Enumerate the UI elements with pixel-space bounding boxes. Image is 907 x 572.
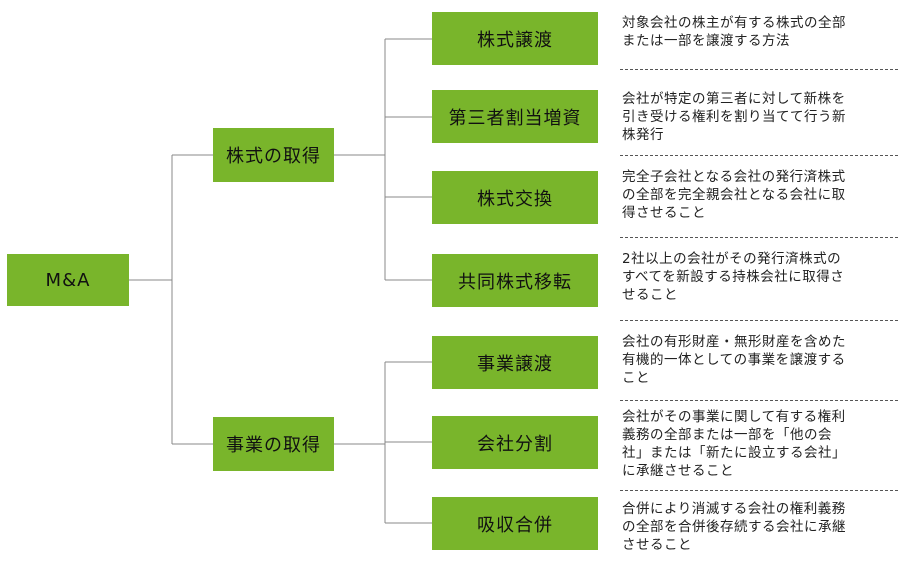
leaf-node: 会社分割 bbox=[432, 416, 598, 469]
leaf-description: 2社以上の会社がその発行済株式のすべてを新設する持株会社に取得させること bbox=[622, 251, 845, 303]
leaf-description: 会社が特定の第三者に対して新株を引き受ける権利を割り当てて行う新株発行 bbox=[622, 91, 846, 143]
leaf-node: 共同株式移転 bbox=[432, 254, 598, 307]
divider bbox=[620, 400, 898, 401]
divider bbox=[620, 237, 898, 238]
leaf-node: 事業譲渡 bbox=[432, 336, 598, 389]
leaf-node: 吸収合併 bbox=[432, 497, 598, 550]
divider bbox=[620, 155, 898, 156]
group-node-shares: 株式の取得 bbox=[213, 128, 334, 182]
root-node: M&A bbox=[7, 254, 129, 306]
leaf-description: 合併により消滅する会社の権利義務の全部を合併後存続する会社に承継させること bbox=[622, 501, 846, 553]
leaf-description: 対象会社の株主が有する株式の全部または一部を譲渡する方法 bbox=[622, 15, 846, 49]
leaf-node: 株式交換 bbox=[432, 171, 598, 224]
group-node-business: 事業の取得 bbox=[213, 417, 334, 471]
divider bbox=[620, 69, 898, 70]
leaf-description: 会社がその事業に関して有する権利義務の全部または一部を「他の会社」または「新たに… bbox=[622, 409, 846, 479]
leaf-description: 会社の有形財産・無形財産を含めた有機的一体としての事業を譲渡すること bbox=[622, 334, 846, 386]
leaf-description: 完全子会社となる会社の発行済株式の全部を完全親会社となる会社に取得させること bbox=[622, 169, 846, 221]
divider bbox=[620, 490, 898, 491]
leaf-node: 株式譲渡 bbox=[432, 12, 598, 65]
divider bbox=[620, 320, 898, 321]
leaf-node: 第三者割当増資 bbox=[432, 90, 598, 143]
